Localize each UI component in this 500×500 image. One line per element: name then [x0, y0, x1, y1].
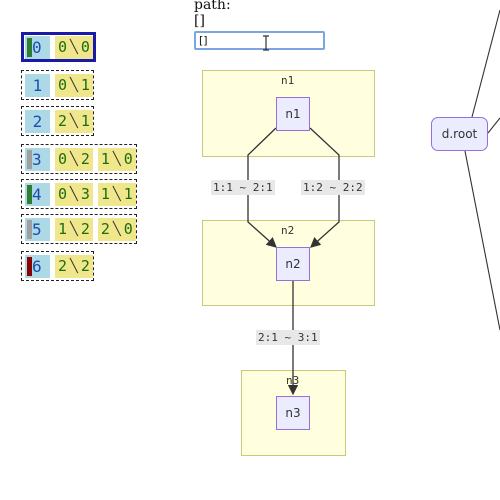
coordinate-pair: 2╲2 — [55, 254, 93, 278]
row-number: 2 — [25, 109, 50, 133]
edge-label-bottom: 2:1 ~ 3:1 — [256, 330, 320, 345]
status-bar — [27, 184, 32, 204]
status-bar — [27, 37, 32, 57]
pair-separator-icon: ╲ — [112, 221, 121, 237]
pair-separator-icon: ╲ — [112, 151, 121, 167]
edge-label-left: 1:1 ~ 2:1 — [211, 180, 275, 195]
coordinate-pair: 0╲1 — [55, 73, 93, 97]
coordinate-pair: 1╲1 — [97, 182, 136, 206]
path-value: [] — [194, 13, 205, 29]
edge-label-right: 1:2 ~ 2:2 — [301, 180, 365, 195]
cluster-label-n1: n1 — [281, 74, 295, 87]
pair-separator-icon: ╲ — [70, 258, 78, 274]
cluster-label-n3: n3 — [286, 374, 300, 387]
pair-separator-icon: ╲ — [70, 221, 78, 237]
pair-separator-icon: ╲ — [70, 77, 78, 93]
text-cursor-icon — [263, 35, 269, 51]
cluster-n1 — [202, 70, 375, 157]
graph-node-n3[interactable]: n3 — [276, 396, 310, 430]
path-label: path: — [194, 0, 231, 13]
cluster-label-n2: n2 — [281, 224, 295, 237]
row-number: 0 — [25, 35, 50, 59]
pair-separator-icon: ╲ — [70, 151, 78, 167]
edge-root-up — [487, 117, 500, 134]
coordinate-pair: 1╲0 — [97, 147, 136, 171]
status-bar — [27, 149, 32, 169]
path-input[interactable] — [194, 31, 325, 50]
row-number: 3 — [25, 147, 50, 171]
pair-separator-icon: ╲ — [70, 113, 78, 129]
graph-node-n2[interactable]: n2 — [276, 247, 310, 281]
coordinate-pair: 0╲0 — [55, 35, 93, 59]
coordinate-pair: 1╲2 — [55, 217, 93, 241]
coordinate-pair: 2╲0 — [97, 217, 136, 241]
graph-node-n1[interactable]: n1 — [276, 97, 310, 131]
coordinate-pair: 2╲1 — [55, 109, 93, 133]
coordinate-pair: 0╲3 — [55, 182, 93, 206]
row-number: 5 — [25, 217, 50, 241]
edge-root-top — [471, 9, 500, 118]
graph-node-root[interactable]: d.root — [431, 117, 488, 151]
coordinate-pair: 0╲2 — [55, 147, 93, 171]
status-bar — [27, 256, 32, 276]
edge-root-down — [464, 150, 500, 331]
pair-separator-icon: ╲ — [70, 186, 78, 202]
row-number: 1 — [25, 73, 50, 97]
status-bar — [27, 219, 32, 239]
row-number: 4 — [25, 182, 50, 206]
pair-separator-icon: ╲ — [112, 186, 121, 202]
pair-separator-icon: ╲ — [70, 39, 78, 55]
row-number: 6 — [25, 254, 50, 278]
